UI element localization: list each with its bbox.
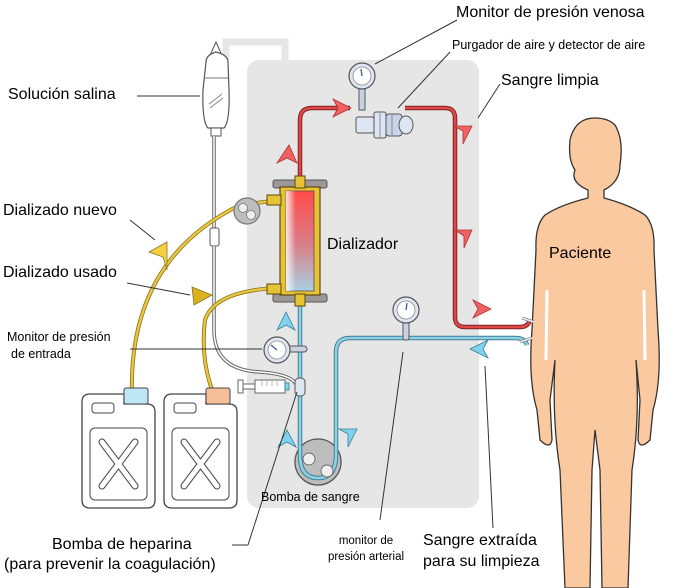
label-saline-solution: Solución salina (8, 86, 116, 103)
machine-panel (222, 38, 479, 508)
dialysate-pump-icon (233, 197, 261, 225)
label-heparin-pump-line1: Bomba de heparina (52, 536, 192, 553)
label-air-detector: Purgador de aire y detector de aire (452, 38, 646, 52)
yellow-arrow-right-icon (191, 286, 213, 306)
label-used-dialysate: Dializado usado (3, 264, 117, 281)
heparin-syringe-icon (237, 377, 306, 397)
dialyzer-icon (266, 175, 328, 307)
used-dialysate-canister-icon (163, 387, 238, 509)
label-inflow-pressure-monitor-line1: Monitor de presión (7, 330, 111, 344)
label-new-dialysate: Dializado nuevo (3, 202, 117, 219)
inflow-pressure-gauge-icon (263, 336, 308, 364)
patient-silhouette (530, 117, 660, 588)
saline-bag-icon (202, 40, 298, 386)
venous-pressure-gauge-icon (348, 62, 376, 111)
needles-icon (519, 316, 535, 344)
red-arrow-down-icon (453, 229, 473, 249)
label-dialyzer: Dializador (327, 236, 399, 253)
arterial-pressure-gauge-icon (392, 296, 420, 341)
label-extracted-blood-line2: para su limpieza (423, 553, 540, 570)
red-arrow-right-icon (332, 98, 352, 118)
flow-arrows (148, 98, 492, 449)
red-arrow-down-icon (452, 125, 473, 145)
label-clean-blood: Sangre limpia (501, 72, 599, 89)
leader-lines (126, 19, 501, 546)
label-arterial-pressure-monitor-line2: presión arterial (327, 551, 405, 563)
blue-arrow-left-icon (469, 339, 489, 359)
dialysate-tubes (129, 198, 281, 396)
label-extracted-blood-line1: Sangre extraída (423, 532, 537, 549)
label-arterial-pressure-monitor-line1: monitor de (338, 535, 394, 547)
clean-blood-line (297, 105, 533, 330)
label-venous-pressure-monitor: Monitor de presión venosa (456, 4, 645, 21)
label-heparin-pump-line2: (para prevenir la coagulación) (4, 556, 216, 573)
red-arrow-right-icon (472, 299, 492, 319)
blue-arrow-up-icon (276, 311, 296, 331)
label-patient: Paciente (549, 245, 612, 262)
label-blood-pump: Bomba de sangre (261, 490, 360, 504)
blue-arrow-up-icon (277, 429, 297, 449)
label-inflow-pressure-monitor-line2: de entrada (11, 347, 71, 361)
blue-arrow-down-icon (337, 428, 358, 448)
air-detector-icon (355, 111, 414, 139)
new-dialysate-canister-icon (81, 387, 156, 509)
blood-pump-icon (294, 438, 342, 486)
red-arrow-up-icon (275, 144, 298, 165)
yellow-arrow-left-icon (148, 241, 168, 271)
